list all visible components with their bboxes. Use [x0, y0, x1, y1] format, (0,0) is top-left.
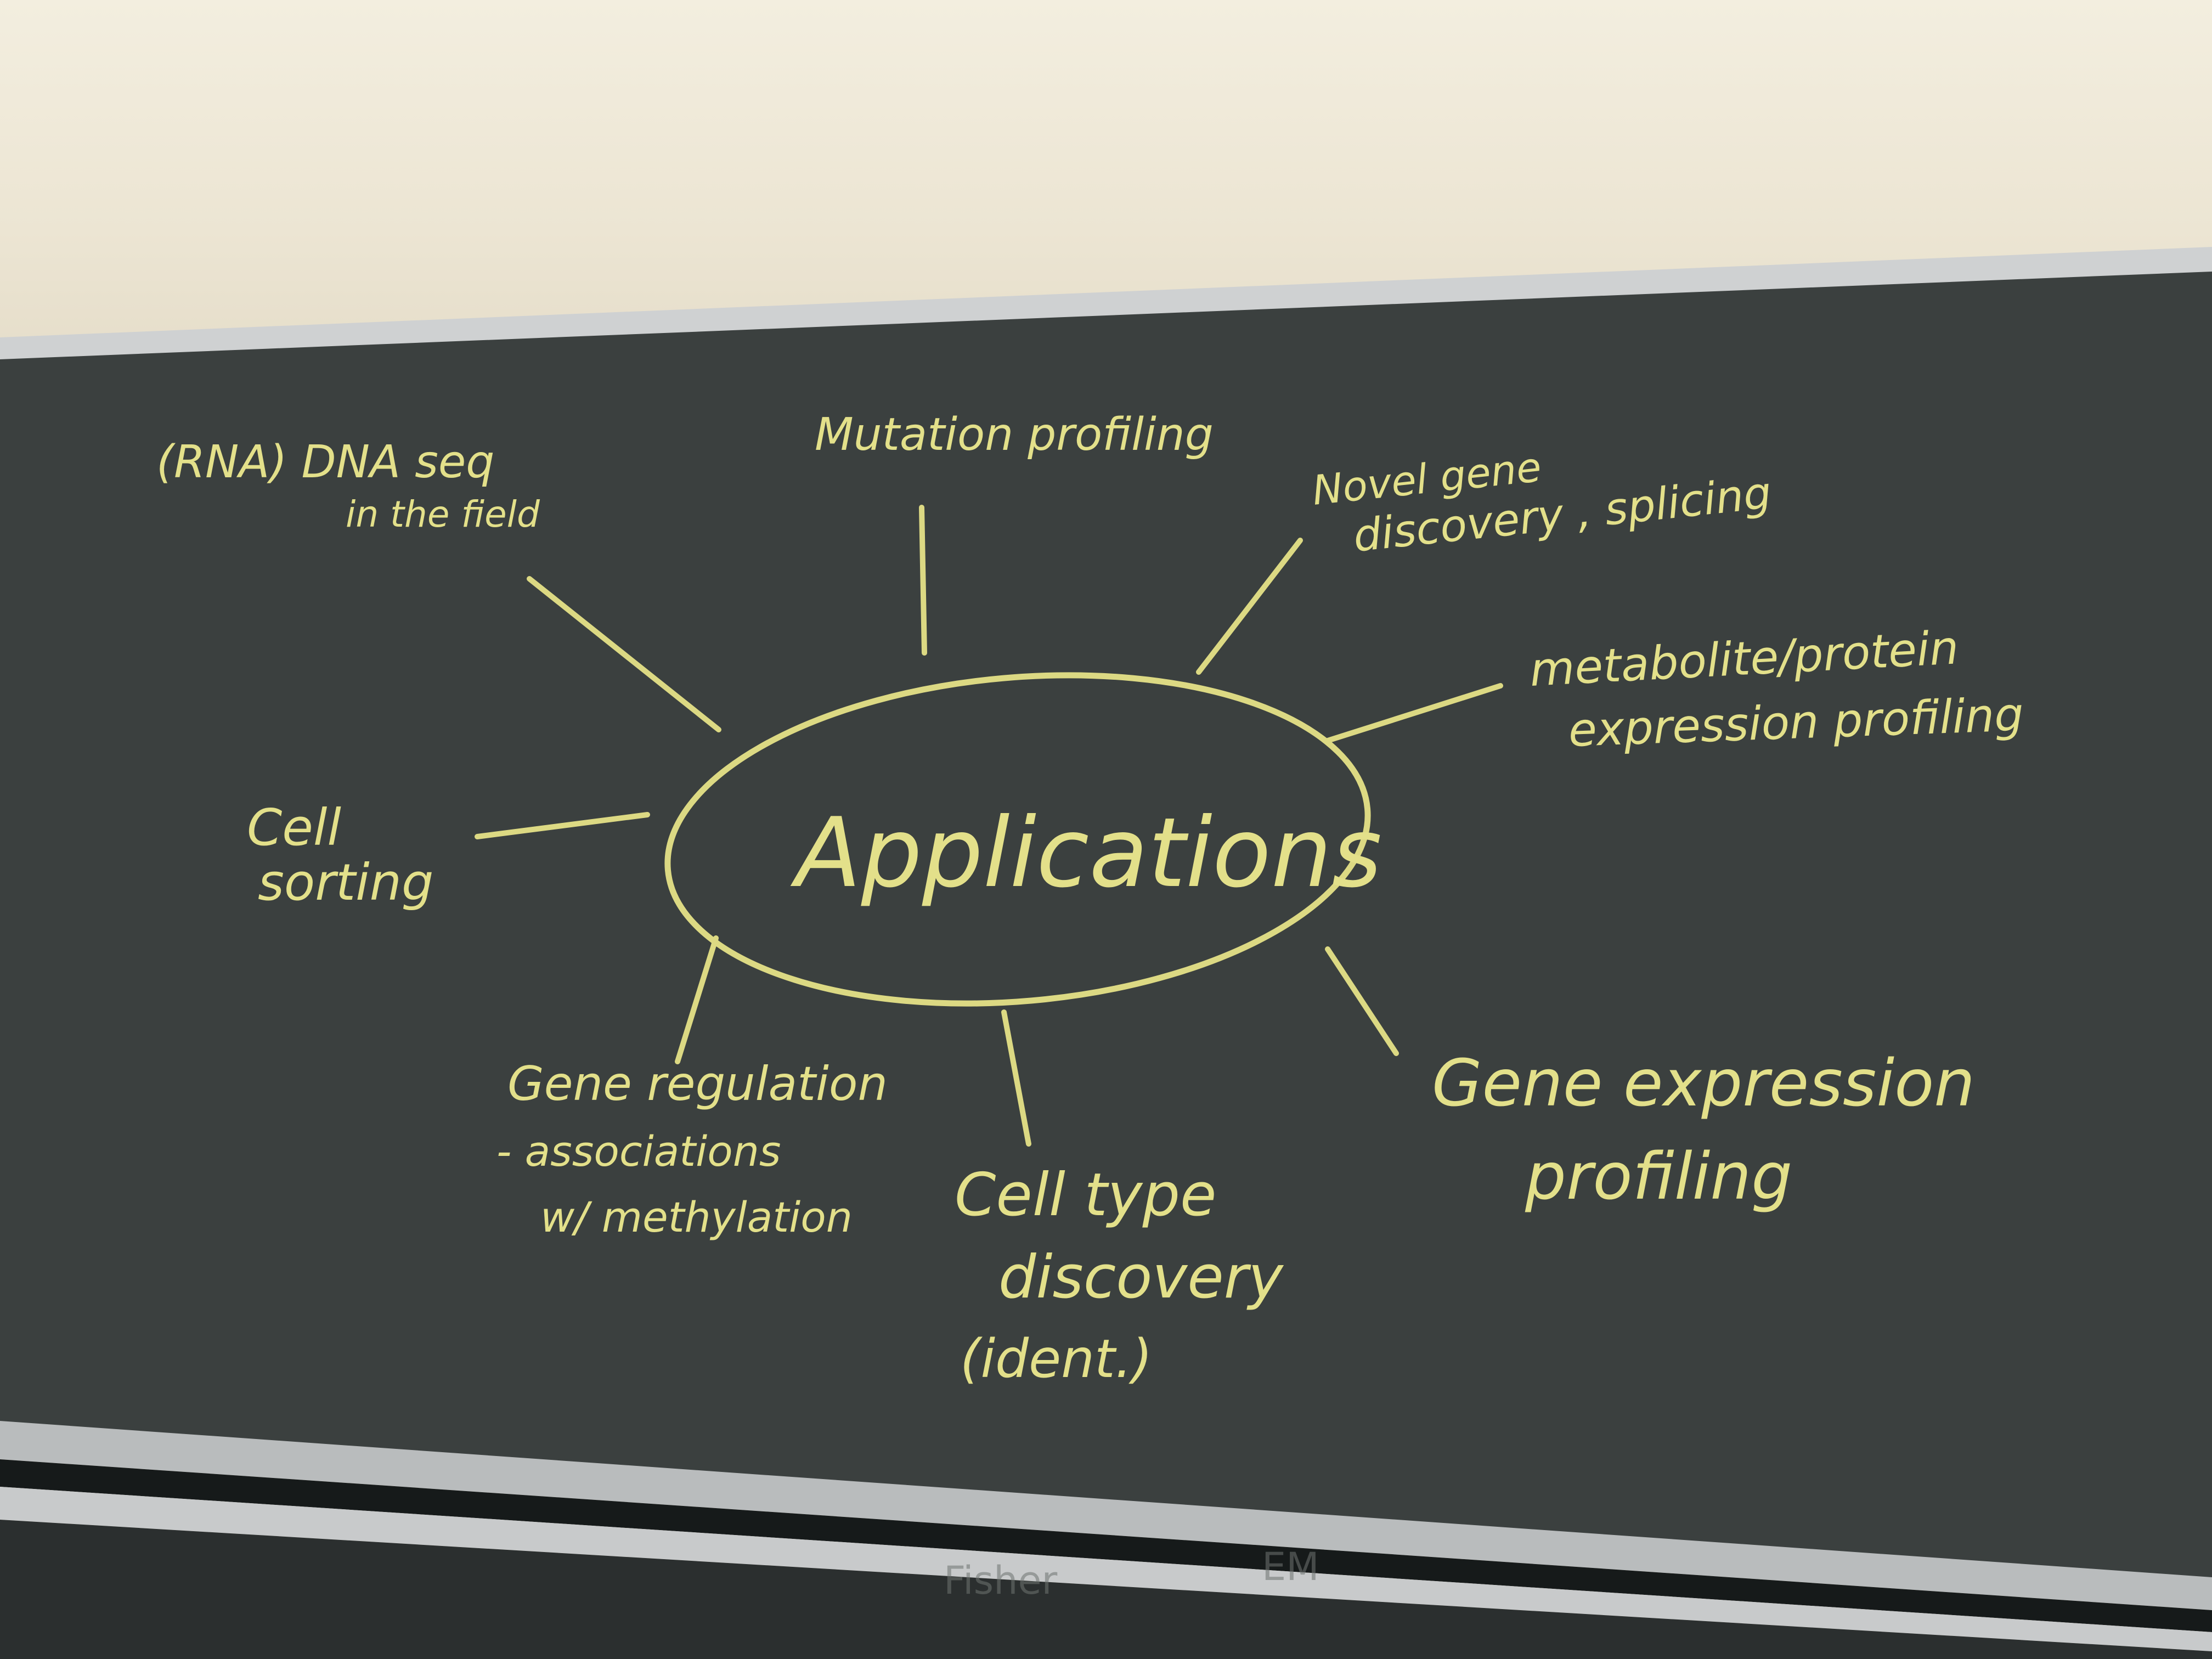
connector-cell-sorting — [475, 812, 650, 839]
node-gene-expression-profiling: Gene expression profiling — [1432, 1045, 1975, 1214]
board-gap — [0, 1459, 2212, 1632]
node-rna-dna-seq-line-1: (RNA) DNA seq — [156, 436, 494, 488]
center-label: Applications — [790, 798, 1382, 909]
node-cell-type-line-3: (ident.) — [960, 1328, 1153, 1390]
connector-gene-expression — [1325, 946, 1399, 1056]
node-gene-regulation-line-2: - associations — [496, 1127, 781, 1176]
connector-cell-type — [1001, 1009, 1031, 1147]
node-gene-expression-line-1: Gene expression — [1432, 1045, 1975, 1121]
node-rna-dna-seq-line-2: in the field — [346, 493, 540, 535]
chalk-tray — [0, 1421, 2212, 1610]
node-gene-regulation-line-3: w/ methylation — [540, 1193, 853, 1242]
node-cell-sorting-line-1: Cell — [247, 798, 341, 857]
node-cell-sorting-line-2: sorting — [258, 853, 433, 912]
board-top-frame — [0, 247, 2212, 362]
node-cell-type-discovery: Cell type discovery (ident.) — [955, 1161, 1284, 1390]
faint-word-fisher: Fisher — [944, 1558, 1058, 1603]
connector-metabolite — [1325, 683, 1503, 743]
node-cell-type-line-2: discovery — [998, 1243, 1284, 1312]
faint-word-em: EM — [1262, 1544, 1319, 1589]
connector-novel-gene — [1196, 538, 1303, 675]
node-cell-type-line-1: Cell type — [955, 1161, 1216, 1229]
lower-board — [0, 1520, 2212, 1659]
node-mutation-profiling-line-1: Mutation profiling — [815, 409, 1214, 461]
connector-mutation — [919, 505, 927, 656]
node-mutation-profiling: Mutation profiling — [815, 409, 1214, 461]
node-cell-sorting: Cell sorting — [247, 798, 433, 912]
center-ellipse — [664, 672, 1371, 1007]
lower-frame — [0, 1487, 2212, 1651]
node-gene-regulation-line-1: Gene regulation — [507, 1057, 888, 1111]
connector-gene-regulation — [675, 935, 719, 1064]
connector-rna-dna — [527, 576, 721, 732]
node-gene-expression-line-2: profiling — [1525, 1138, 1792, 1214]
node-gene-regulation: Gene regulation - associations w/ methyl… — [496, 1057, 888, 1242]
node-rna-dna-seq: (RNA) DNA seq in the field — [156, 436, 540, 535]
